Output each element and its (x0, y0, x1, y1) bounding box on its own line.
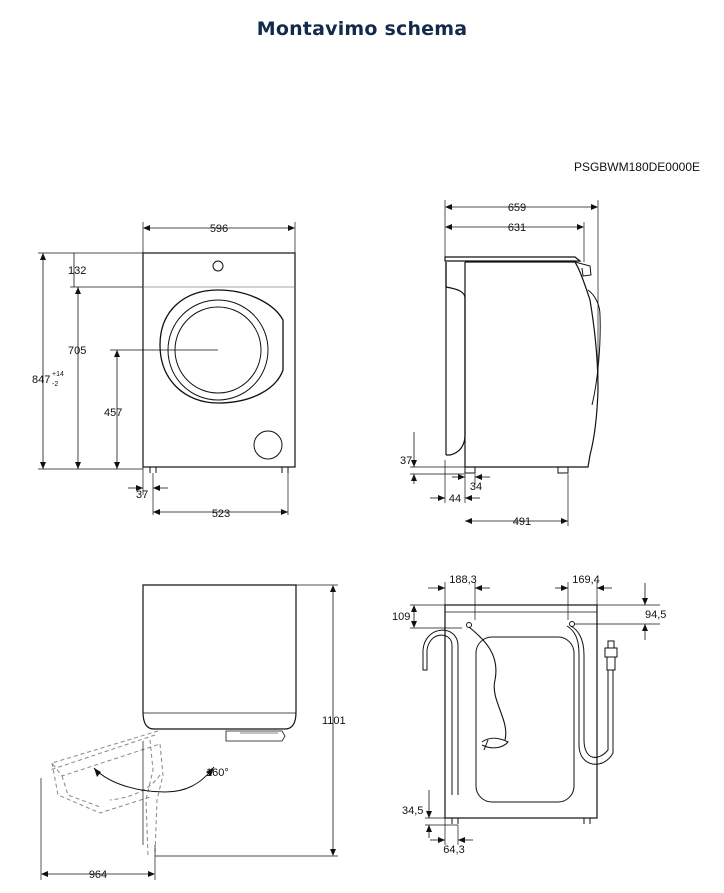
back-top-left-label: 109 (392, 611, 410, 623)
front-view (38, 222, 296, 515)
model-code: PSGBWM180DE0000E (573, 160, 700, 174)
front-tolerance-plus: +14 (52, 371, 64, 378)
side-front-offset-label: 44 (449, 493, 461, 505)
top-height-label: 1101 (322, 715, 346, 727)
front-tolerance-minus: -2 (52, 381, 58, 388)
front-width-label: 596 (210, 223, 228, 235)
back-right-inlet-label: 169,4 (572, 574, 600, 586)
top-view (40, 584, 338, 880)
side-view (410, 200, 601, 526)
front-total-height-label: 847 (32, 374, 50, 386)
back-foot-offset-label: 64,3 (443, 844, 464, 856)
side-feet-span-label: 491 (513, 516, 531, 528)
back-top-right-label: 94,5 (645, 609, 666, 621)
side-foot-height-label: 37 (400, 455, 412, 467)
front-top-label: 132 (68, 265, 86, 277)
top-door-angle-label: 160° (206, 767, 229, 779)
back-view (410, 582, 660, 845)
page-title: Montavimo schema (256, 18, 468, 40)
front-door-center-label: 457 (104, 407, 122, 419)
front-door-height-label: 705 (68, 345, 86, 357)
side-depth-total-label: 659 (508, 202, 526, 214)
top-depth-open-label: 964 (89, 869, 107, 881)
back-bottom-label: 34,5 (402, 805, 423, 817)
side-depth-body-label: 631 (508, 222, 526, 234)
front-feet-span-label: 523 (212, 508, 230, 520)
back-left-inlet-label: 188,3 (449, 574, 477, 586)
front-foot-offset-label: 37 (136, 489, 148, 501)
side-foot-width-label: 34 (470, 481, 482, 493)
